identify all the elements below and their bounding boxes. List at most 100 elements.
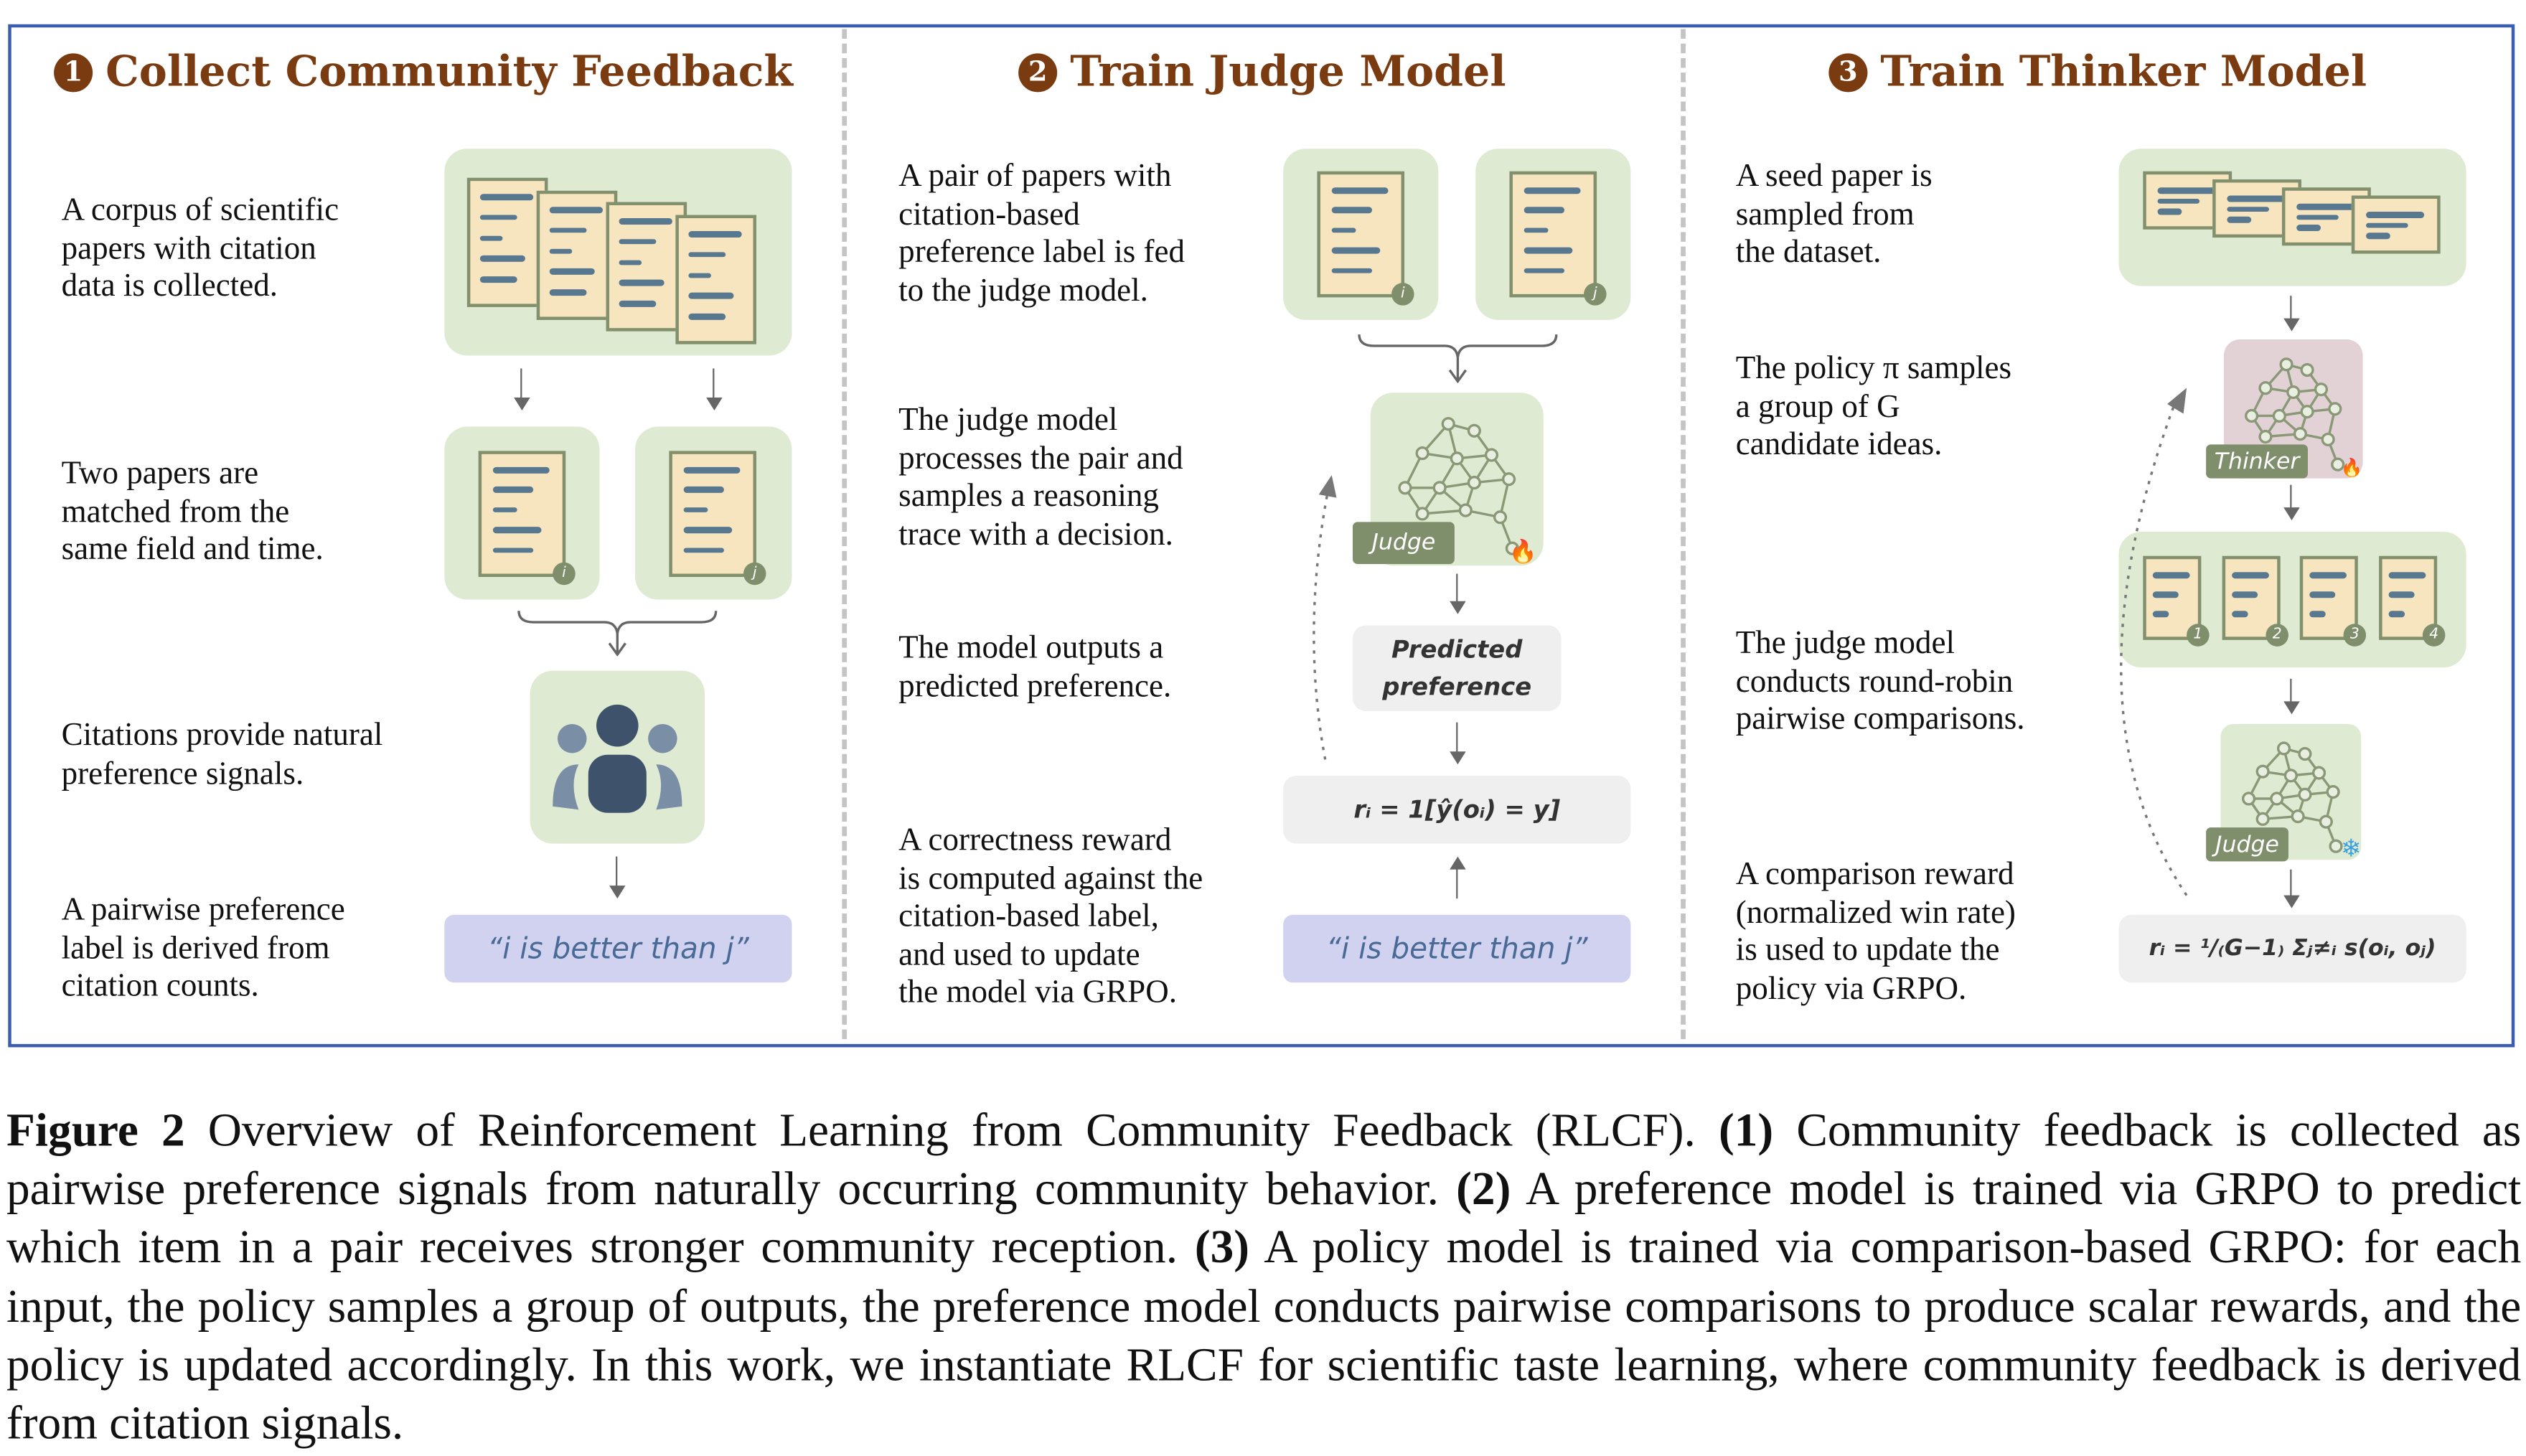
paper-i-box: i bbox=[444, 426, 600, 600]
text-line bbox=[2153, 611, 2169, 617]
text-line bbox=[550, 268, 595, 275]
title-text: Train Thinker Model bbox=[1880, 48, 2367, 98]
text-line bbox=[2157, 198, 2199, 205]
arrow-icon bbox=[513, 368, 530, 411]
text-line bbox=[2310, 572, 2347, 578]
arrow-icon bbox=[2283, 869, 2299, 908]
text-line bbox=[683, 507, 708, 513]
step-text: Citations provide natural preference sig… bbox=[61, 717, 383, 792]
caption-text: Community feedback is collected as pairw… bbox=[6, 1105, 2522, 1216]
text-line bbox=[1331, 207, 1373, 214]
step-text: A pairwise preference label is derived f… bbox=[61, 892, 345, 1004]
step-text: A corpus of scientific papers with citat… bbox=[61, 192, 339, 304]
candidate-label: 2 bbox=[2266, 624, 2288, 647]
text-line bbox=[1523, 187, 1581, 194]
text-line bbox=[2232, 611, 2248, 617]
panel-1-title: 1 Collect Community Feedback bbox=[54, 48, 794, 98]
snowflake-icon: ❄ bbox=[2340, 834, 2362, 863]
arrow-icon bbox=[1449, 573, 1465, 614]
paper-corpus-box bbox=[444, 149, 792, 356]
text-line bbox=[2296, 225, 2321, 231]
step-text: A comparison reward (normalized win rate… bbox=[1735, 856, 2016, 1006]
text-line bbox=[550, 248, 573, 254]
text-line bbox=[550, 207, 603, 213]
text-line bbox=[689, 272, 712, 278]
judge-tag: Judge bbox=[2206, 827, 2288, 862]
arrow-up-icon bbox=[1449, 856, 1465, 899]
text-line bbox=[492, 547, 534, 553]
fire-icon: 🔥 bbox=[2340, 457, 2363, 479]
text-line bbox=[689, 293, 734, 299]
title-text: Train Judge Model bbox=[1070, 48, 1506, 98]
text-line bbox=[480, 215, 518, 220]
caption-text: A preference model is trained via GRPO t… bbox=[6, 1163, 2522, 1274]
text-line bbox=[1331, 267, 1373, 273]
text-line bbox=[2227, 195, 2286, 202]
step-text: The judge model conducts round-robin pai… bbox=[1735, 625, 2025, 737]
candidate-icon: 3 bbox=[2299, 555, 2367, 647]
text-line bbox=[1331, 187, 1389, 194]
text-line bbox=[2153, 591, 2179, 598]
text-line bbox=[2366, 233, 2391, 239]
people-icon bbox=[553, 704, 682, 813]
text-line bbox=[689, 231, 741, 237]
judge-tag: Judge bbox=[1353, 522, 1455, 564]
text-line bbox=[2232, 591, 2259, 598]
caption-text: Overview of Reinforcement Learning from … bbox=[184, 1105, 1719, 1157]
text-line bbox=[550, 227, 588, 233]
text-line bbox=[1523, 227, 1549, 233]
neural-network-icon bbox=[2242, 741, 2343, 853]
text-line bbox=[492, 466, 550, 473]
text-line bbox=[619, 218, 672, 224]
text-line bbox=[2310, 591, 2337, 598]
text-line bbox=[1331, 227, 1356, 233]
paper-j-box: j bbox=[1475, 149, 1631, 320]
caption-marker: (2) bbox=[1456, 1163, 1511, 1216]
dotted-feedback-arrow-icon bbox=[2120, 388, 2188, 896]
text-line bbox=[619, 280, 665, 286]
text-line bbox=[689, 314, 727, 320]
dotted-feedback-arrow-icon bbox=[1313, 475, 1337, 760]
thinker-model-box: 🔥 bbox=[2223, 339, 2363, 479]
text-line bbox=[1523, 247, 1573, 253]
correctness-reward-formula: rᵢ = 1[ŷ(oᵢ) = y] bbox=[1283, 776, 1631, 844]
candidate-icon: 4 bbox=[2379, 555, 2446, 647]
caption-marker: (1) bbox=[1719, 1105, 1774, 1157]
candidate-label: 1 bbox=[2187, 624, 2210, 647]
text-line bbox=[619, 238, 657, 245]
brace-icon bbox=[517, 611, 718, 657]
text-line bbox=[2389, 611, 2405, 617]
candidate-ideas-box: 1 2 3 4 bbox=[2118, 531, 2466, 668]
step-number-badge: 2 bbox=[1018, 53, 1058, 93]
paper-icon bbox=[2351, 195, 2441, 254]
paper-icon: j bbox=[669, 451, 766, 586]
text-line bbox=[2157, 209, 2183, 215]
divider bbox=[1681, 29, 1686, 1040]
paper-icon: i bbox=[1317, 171, 1414, 306]
brace-icon bbox=[1358, 334, 1558, 383]
step-number-badge: 1 bbox=[54, 53, 93, 93]
preference-label-box: “i is better than j” bbox=[444, 914, 792, 983]
text-line bbox=[619, 259, 642, 266]
candidate-icon: 1 bbox=[2143, 555, 2210, 647]
text-line bbox=[480, 235, 503, 241]
title-text: Collect Community Feedback bbox=[105, 48, 794, 98]
candidate-label: 3 bbox=[2343, 624, 2367, 647]
arrow-icon bbox=[705, 368, 722, 411]
panel-2-title: 2 Train Judge Model bbox=[1018, 48, 1506, 98]
neural-network-icon bbox=[2245, 357, 2345, 471]
text-line bbox=[492, 527, 542, 533]
paper-icon bbox=[536, 190, 618, 320]
arrow-icon bbox=[2283, 484, 2299, 521]
text-line bbox=[492, 487, 534, 493]
text-line bbox=[683, 547, 724, 553]
comparison-reward-formula: rᵢ = ¹/₍G−1₎ Σⱼ≠ᵢ s(oᵢ, oⱼ) bbox=[2118, 914, 2466, 983]
step-text: A pair of papers with citation-based pre… bbox=[898, 158, 1185, 309]
caption-marker: (3) bbox=[1194, 1222, 1250, 1274]
text-line bbox=[2366, 212, 2424, 217]
paper-icon bbox=[466, 177, 548, 307]
paper-j-box: j bbox=[635, 426, 792, 600]
caption-label: Figure 2 bbox=[6, 1105, 185, 1157]
step-text: Two papers are matched from the same fie… bbox=[61, 456, 324, 568]
